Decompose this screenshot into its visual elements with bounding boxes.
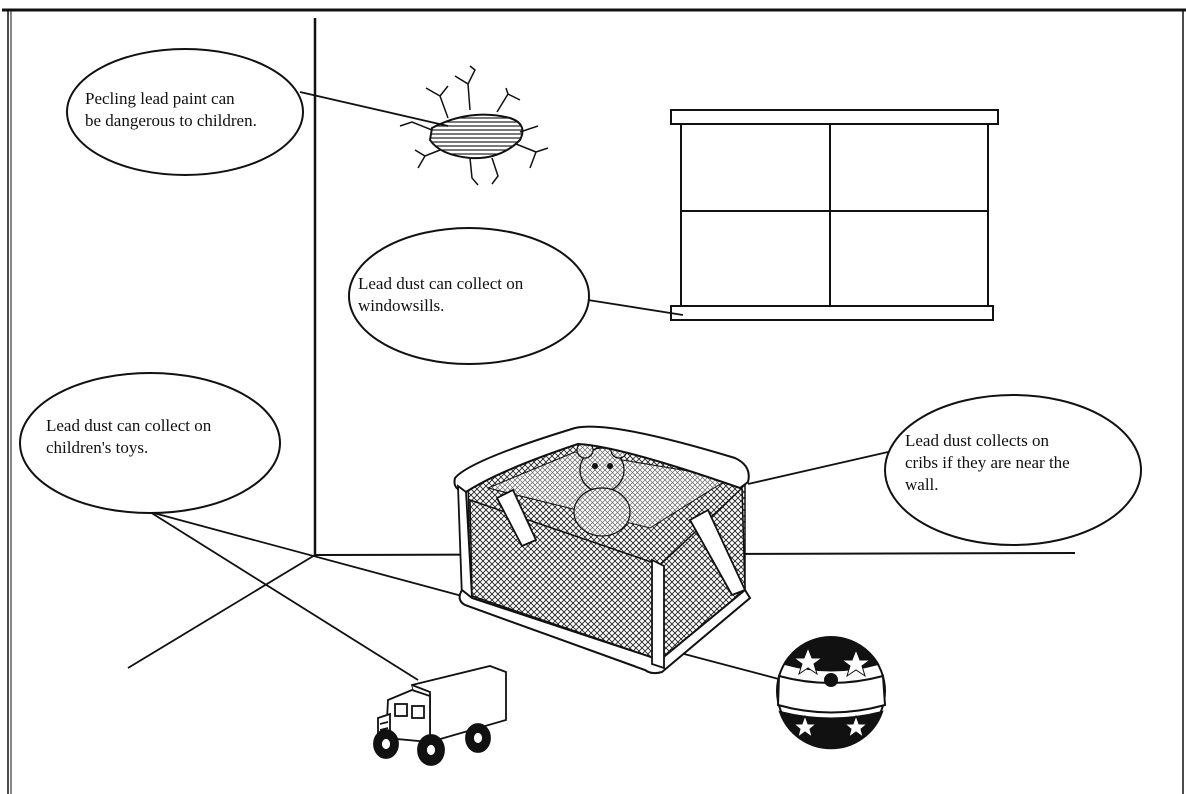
window-icon [670,109,999,321]
callout-bubble-toys [19,372,281,514]
peeling-paint-icon [399,65,549,186]
callout-windowsills-line1: Lead dust can collect on [358,274,524,293]
toy-truck-icon [373,665,507,766]
leader-crib [747,451,889,485]
leader-toys-truck [149,511,419,681]
callout-bubble-crib [884,394,1142,546]
teddy-bear-icon [573,441,631,537]
callout-bubble-paint [66,48,304,176]
leader-paint [299,91,449,127]
floor-diagonal-line [127,554,316,669]
callout-toys-line2: children's toys. [46,438,149,457]
callout-toys-line1: Lead dust can collect on [46,416,212,435]
playpen-icon [453,425,752,675]
callout-toys: Lead dust can collect on children's toys… [46,415,211,459]
callout-bubbles [19,48,1142,546]
callout-cribs-line1: Lead dust collects on [905,431,1049,450]
callout-cribs-line3: wall. [905,475,939,494]
leader-toys-crib [149,511,463,597]
callout-peeling-paint-line2: be dangerous to children. [85,111,257,130]
callout-cribs: Lead dust collects on cribs if they are … [905,430,1070,496]
callout-windowsills-line2: windowsills. [358,296,445,315]
callout-bubble-window [348,227,590,365]
callout-cribs-line2: cribs if they are near the [905,453,1070,472]
leader-window [587,299,684,316]
callout-windowsills: Lead dust can collect on windowsills. [358,273,523,317]
callout-peeling-paint-line1: Pecling lead paint can [85,89,235,108]
callout-peeling-paint: Pecling lead paint can be dangerous to c… [85,88,257,132]
border-frame [2,8,1186,794]
leader-lines [149,91,889,683]
toy-ball-icon [776,636,887,750]
